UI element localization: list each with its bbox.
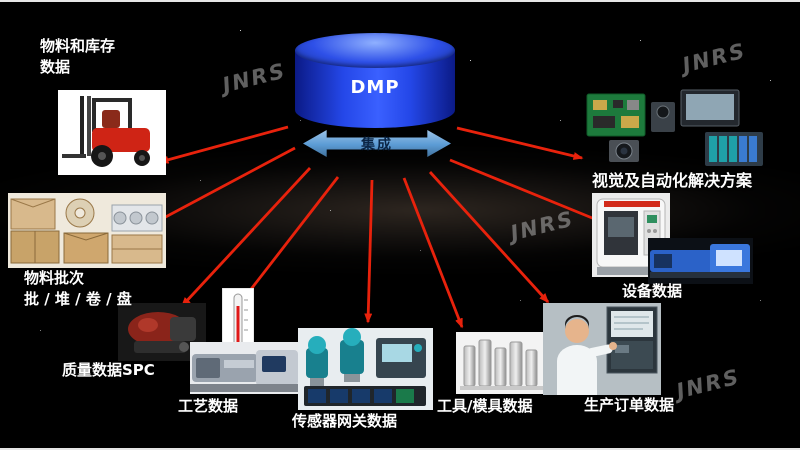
vision-hardware-image bbox=[585, 88, 765, 170]
label-material-inventory: 物料和库存 数据 bbox=[40, 37, 116, 76]
label-production-order: 生产订单数据 bbox=[584, 396, 675, 414]
label-vision-automation: 视觉及自动化解决方案 bbox=[592, 171, 753, 190]
injection-machine-image bbox=[648, 238, 753, 284]
sensor-gateway-image bbox=[298, 328, 433, 410]
label-equipment-data: 设备数据 bbox=[622, 282, 683, 300]
molding-machine-image bbox=[190, 342, 302, 394]
tools-molds-image bbox=[456, 332, 548, 394]
dmp-label: DMP bbox=[350, 77, 400, 98]
label-quality-spc: 质量数据SPC bbox=[62, 361, 155, 379]
forklift-image bbox=[58, 90, 166, 175]
cylinder-top bbox=[295, 33, 455, 68]
integration-label: 集成 bbox=[361, 136, 393, 153]
dmp-database-cylinder: DMP bbox=[295, 33, 455, 129]
jnrs-watermark: JNRS bbox=[680, 38, 749, 78]
jnrs-watermark: JNRS bbox=[674, 364, 743, 404]
label-sensor-gateway: 传感器网关数据 bbox=[292, 412, 398, 430]
jnrs-watermark: JNRS bbox=[220, 58, 289, 98]
slide-border-bottom bbox=[0, 448, 800, 450]
slide-border-top bbox=[0, 0, 800, 2]
integration-double-arrow: 集成 bbox=[303, 130, 451, 157]
material-boxes-image bbox=[8, 193, 166, 268]
label-tool-mold: 工具/模具数据 bbox=[437, 397, 533, 415]
label-process-data: 工艺数据 bbox=[178, 397, 239, 415]
label-material-batch: 物料批次 批 / 堆 / 卷 / 盘 bbox=[24, 269, 132, 308]
operator-at-terminal-image bbox=[543, 303, 661, 395]
